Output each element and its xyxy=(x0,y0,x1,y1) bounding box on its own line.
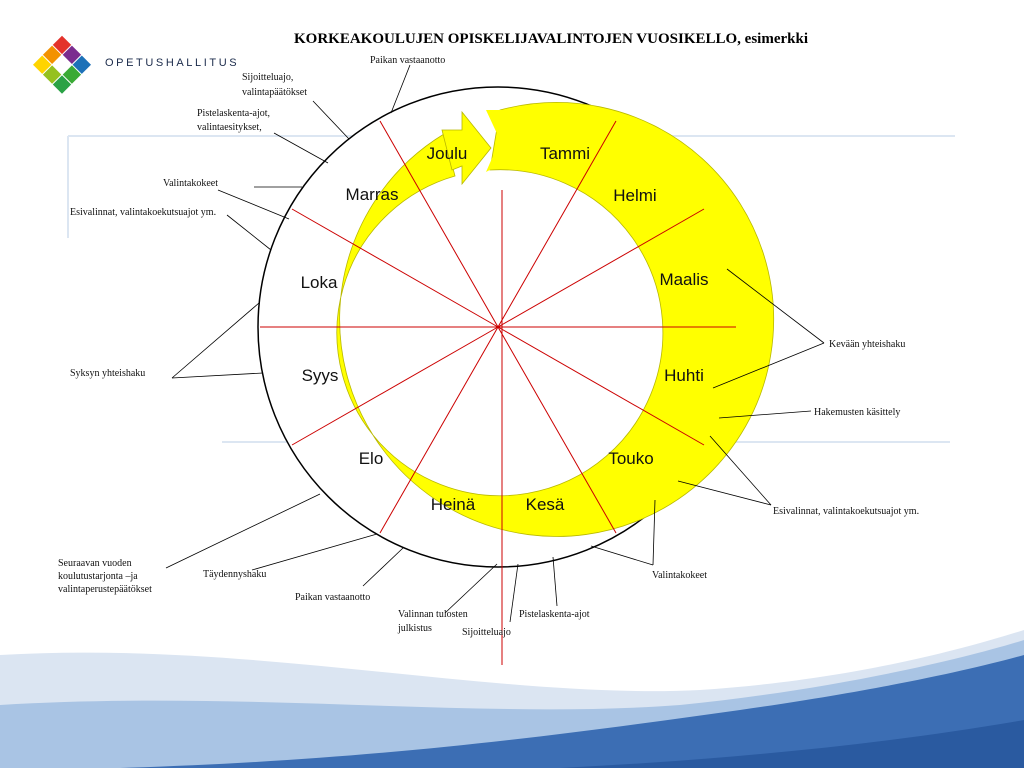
month-kesa: Kesä xyxy=(526,495,565,514)
logo-mark-icon xyxy=(33,35,91,94)
month-ring xyxy=(336,102,775,537)
month-touko: Touko xyxy=(608,449,653,468)
label-paikan-vastaanotto-top: Paikan vastaanotto xyxy=(370,55,445,66)
month-spokes xyxy=(260,120,736,665)
label-pistelaskenta-top-1: Pistelaskenta-ajot, xyxy=(197,108,270,119)
opetushallitus-logo: OPETUSHALLITUS xyxy=(33,35,239,94)
label-valinnan-tulosten-1: Valinnan tulosten xyxy=(398,609,468,620)
ring-notch-icon xyxy=(486,110,525,172)
label-sijoitteluajo-bottom: Sijoitteluajo xyxy=(462,627,511,638)
logo-text: OPETUSHALLITUS xyxy=(105,57,239,69)
month-labels: Tammi Helmi Maalis Huhti Touko Kesä Hein… xyxy=(301,144,709,514)
month-marras: Marras xyxy=(346,185,399,204)
label-seuraavan-2: koulutustarjonta –ja xyxy=(58,571,138,582)
label-esivalinnat-left: Esivalinnat, valintakoekutsuajot ym. xyxy=(70,207,216,218)
label-valintakokeet-bottom: Valintakokeet xyxy=(652,570,707,581)
month-maalis: Maalis xyxy=(659,270,708,289)
label-esivalinnat-right: Esivalinnat, valintakoekutsuajot ym. xyxy=(773,506,919,517)
label-pistelaskenta-bottom: Pistelaskenta-ajot xyxy=(519,609,590,620)
month-loka: Loka xyxy=(301,273,338,292)
label-kevaan-yhteishaku: Kevään yhteishaku xyxy=(829,339,905,350)
ring-arrow-icon xyxy=(441,110,492,186)
month-helmi: Helmi xyxy=(613,186,656,205)
label-seuraavan-1: Seuraavan vuoden xyxy=(58,558,132,569)
page-title: KORKEAKOULUJEN OPISKELIJAVALINTOJEN VUOS… xyxy=(294,31,808,47)
month-heina: Heinä xyxy=(431,495,476,514)
month-elo: Elo xyxy=(359,449,384,468)
label-valinnan-tulosten-2: julkistus xyxy=(397,623,432,634)
label-seuraavan-3: valintaperustepäätökset xyxy=(58,584,152,595)
month-tammi: Tammi xyxy=(540,144,590,163)
month-joulu: Joulu xyxy=(427,144,468,163)
label-paikan-vastaanotto-bottom: Paikan vastaanotto xyxy=(295,592,370,603)
callout-lines xyxy=(165,64,825,623)
background-waves xyxy=(0,630,1024,768)
label-sijoitteluajo-top-2: valintapäätökset xyxy=(242,87,307,98)
label-valintakokeet-left: Valintakokeet xyxy=(163,178,218,189)
label-hakemusten-kasittely: Hakemusten käsittely xyxy=(814,407,900,418)
month-huhti: Huhti xyxy=(664,366,704,385)
annotations: Paikan vastaanotto Sijoitteluajo, valint… xyxy=(58,55,919,638)
label-syksyn-yhteishaku: Syksyn yhteishaku xyxy=(70,368,145,379)
label-sijoitteluajo-top-1: Sijoitteluajo, xyxy=(242,72,293,83)
month-syys: Syys xyxy=(302,366,339,385)
label-taydennyshaku: Täydennyshaku xyxy=(203,569,266,580)
label-pistelaskenta-top-2: valintaesitykset, xyxy=(197,122,262,133)
